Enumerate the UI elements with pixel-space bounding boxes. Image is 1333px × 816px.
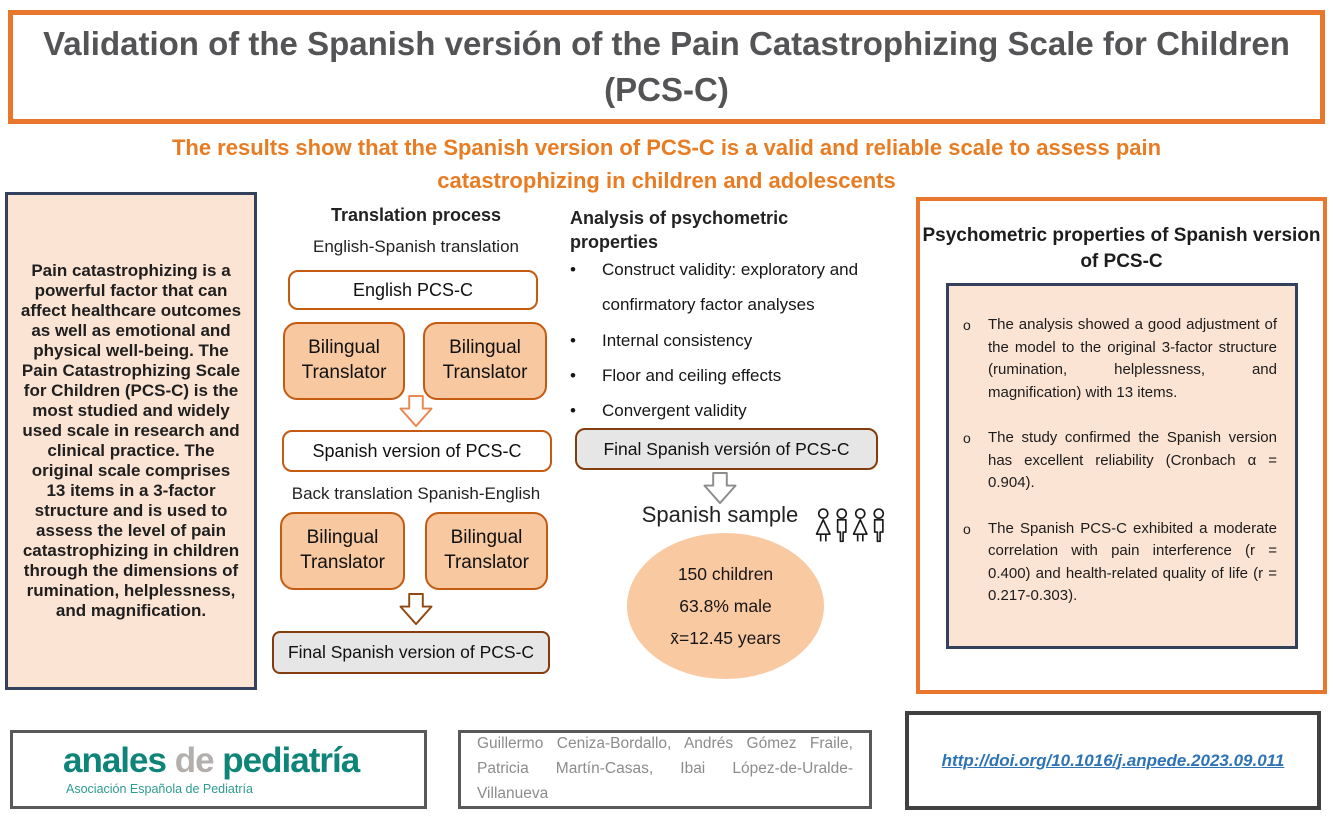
analysis-bullet-list: • Construct validity: exploratory and co… [570,252,900,429]
analysis-heading: Analysis of psychometric properties [570,208,789,253]
english-pcsc-box: English PCS-C [288,270,538,310]
journal-logo: anales de pediatría [63,741,360,780]
journal-logo-box: anales de pediatría Asociación Española … [10,730,427,809]
analysis-bullet: • Convergent validity [570,401,747,421]
result-bullet: o The analysis showed a good adjustment … [963,316,1277,401]
bilingual-translator-box-3: Bilingual Translator [280,512,405,590]
analysis-bullet: • Floor and ceiling effects [570,366,782,386]
background-text-box: Pain catastrophizing is a powerful facto… [5,192,257,690]
doi-link[interactable]: http://doi.org/10.1016/j.anpede.2023.09.… [941,750,1285,770]
journal-tagline: Asociación Española de Pediatría [66,782,253,796]
spanish-sample-label: Spanish sample [641,502,799,527]
bilingual-translator-box-2: Bilingual Translator [423,322,547,400]
results-panel-heading: Psychometric properties of Spanish versi… [922,225,1321,272]
sample-stat-children: 150 children [677,563,774,584]
psychometric-results-panel: Psychometric properties of Spanish versi… [916,197,1327,694]
doi-box: http://doi.org/10.1016/j.anpede.2023.09.… [905,711,1321,810]
analysis-bullet: • Construct validity: exploratory and co… [570,260,859,315]
sample-stat-age: x̄=12.45 years [670,627,781,648]
final-spanish-version-box-2: Final Spanish versión of PCS-C [575,428,878,470]
bilingual-translator-box-4: Bilingual Translator [425,512,548,590]
results-inner-box: o The analysis showed a good adjustment … [946,283,1298,649]
title-banner: Validation of the Spanish versión of the… [8,10,1325,124]
down-arrow-icon [399,593,433,626]
result-bullet: o The study confirmed the Spanish versio… [963,429,1277,491]
english-spanish-label: English-Spanish translation [312,237,519,256]
back-translation-label: Back translation Spanish-English [291,484,541,503]
sample-stats-ellipse: 150 children 63.8% male x̄=12.45 years [627,533,824,679]
spanish-version-box: Spanish version of PCS-C [282,430,552,472]
translation-process-heading: Translation process [330,205,502,225]
bilingual-translator-box-1: Bilingual Translator [283,322,405,400]
key-result-subtitle: The results show that the Spanish versio… [171,135,1162,193]
background-text: Pain catastrophizing is a powerful facto… [20,260,242,621]
page-title: Validation of the Spanish versión of the… [43,24,1290,108]
final-spanish-version-box: Final Spanish version of PCS-C [272,631,550,674]
authors-box: Guillermo Ceniza-Bordallo, Andrés Gómez … [458,730,872,809]
analysis-bullet: • Internal consistency [570,330,753,350]
children-group-icon [815,508,885,543]
sample-stat-male: 63.8% male [679,595,772,616]
result-bullet: o The Spanish PCS-C exhibited a moderate… [963,519,1277,605]
down-arrow-icon [703,472,737,505]
authors-text: Guillermo Ceniza-Bordallo, Andrés Gómez … [477,735,853,802]
down-arrow-icon [399,395,433,428]
